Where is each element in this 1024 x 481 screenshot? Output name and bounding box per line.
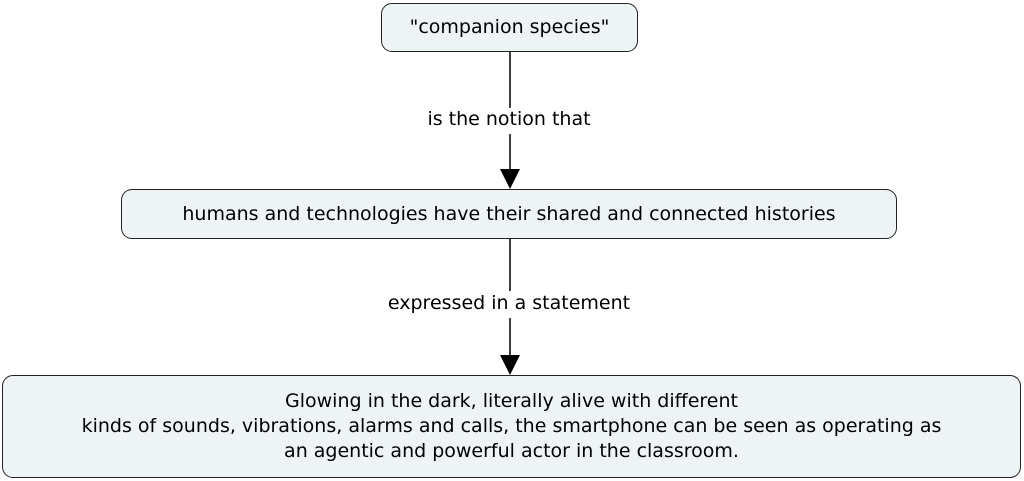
concept-node-shared-histories[interactable]: humans and technologies have their share… bbox=[121, 189, 897, 239]
concept-node-companion-species[interactable]: "companion species" bbox=[381, 3, 638, 52]
arrowhead-1-icon bbox=[500, 169, 520, 189]
link-label-notion: is the notion that bbox=[423, 108, 595, 130]
concept-node-label: humans and technologies have their share… bbox=[182, 202, 836, 225]
concept-node-statement[interactable]: Glowing in the dark, literally alive wit… bbox=[2, 375, 1021, 478]
link-label-expressed: expressed in a statement bbox=[383, 292, 635, 314]
concept-node-label: "companion species" bbox=[409, 16, 610, 39]
arrowhead-2-icon bbox=[500, 355, 520, 375]
statement-line-3: an agentic and powerful actor in the cla… bbox=[284, 439, 739, 462]
statement-line-1: Glowing in the dark, literally alive wit… bbox=[285, 390, 738, 413]
statement-line-2: kinds of sounds, vibrations, alarms and … bbox=[81, 415, 942, 438]
